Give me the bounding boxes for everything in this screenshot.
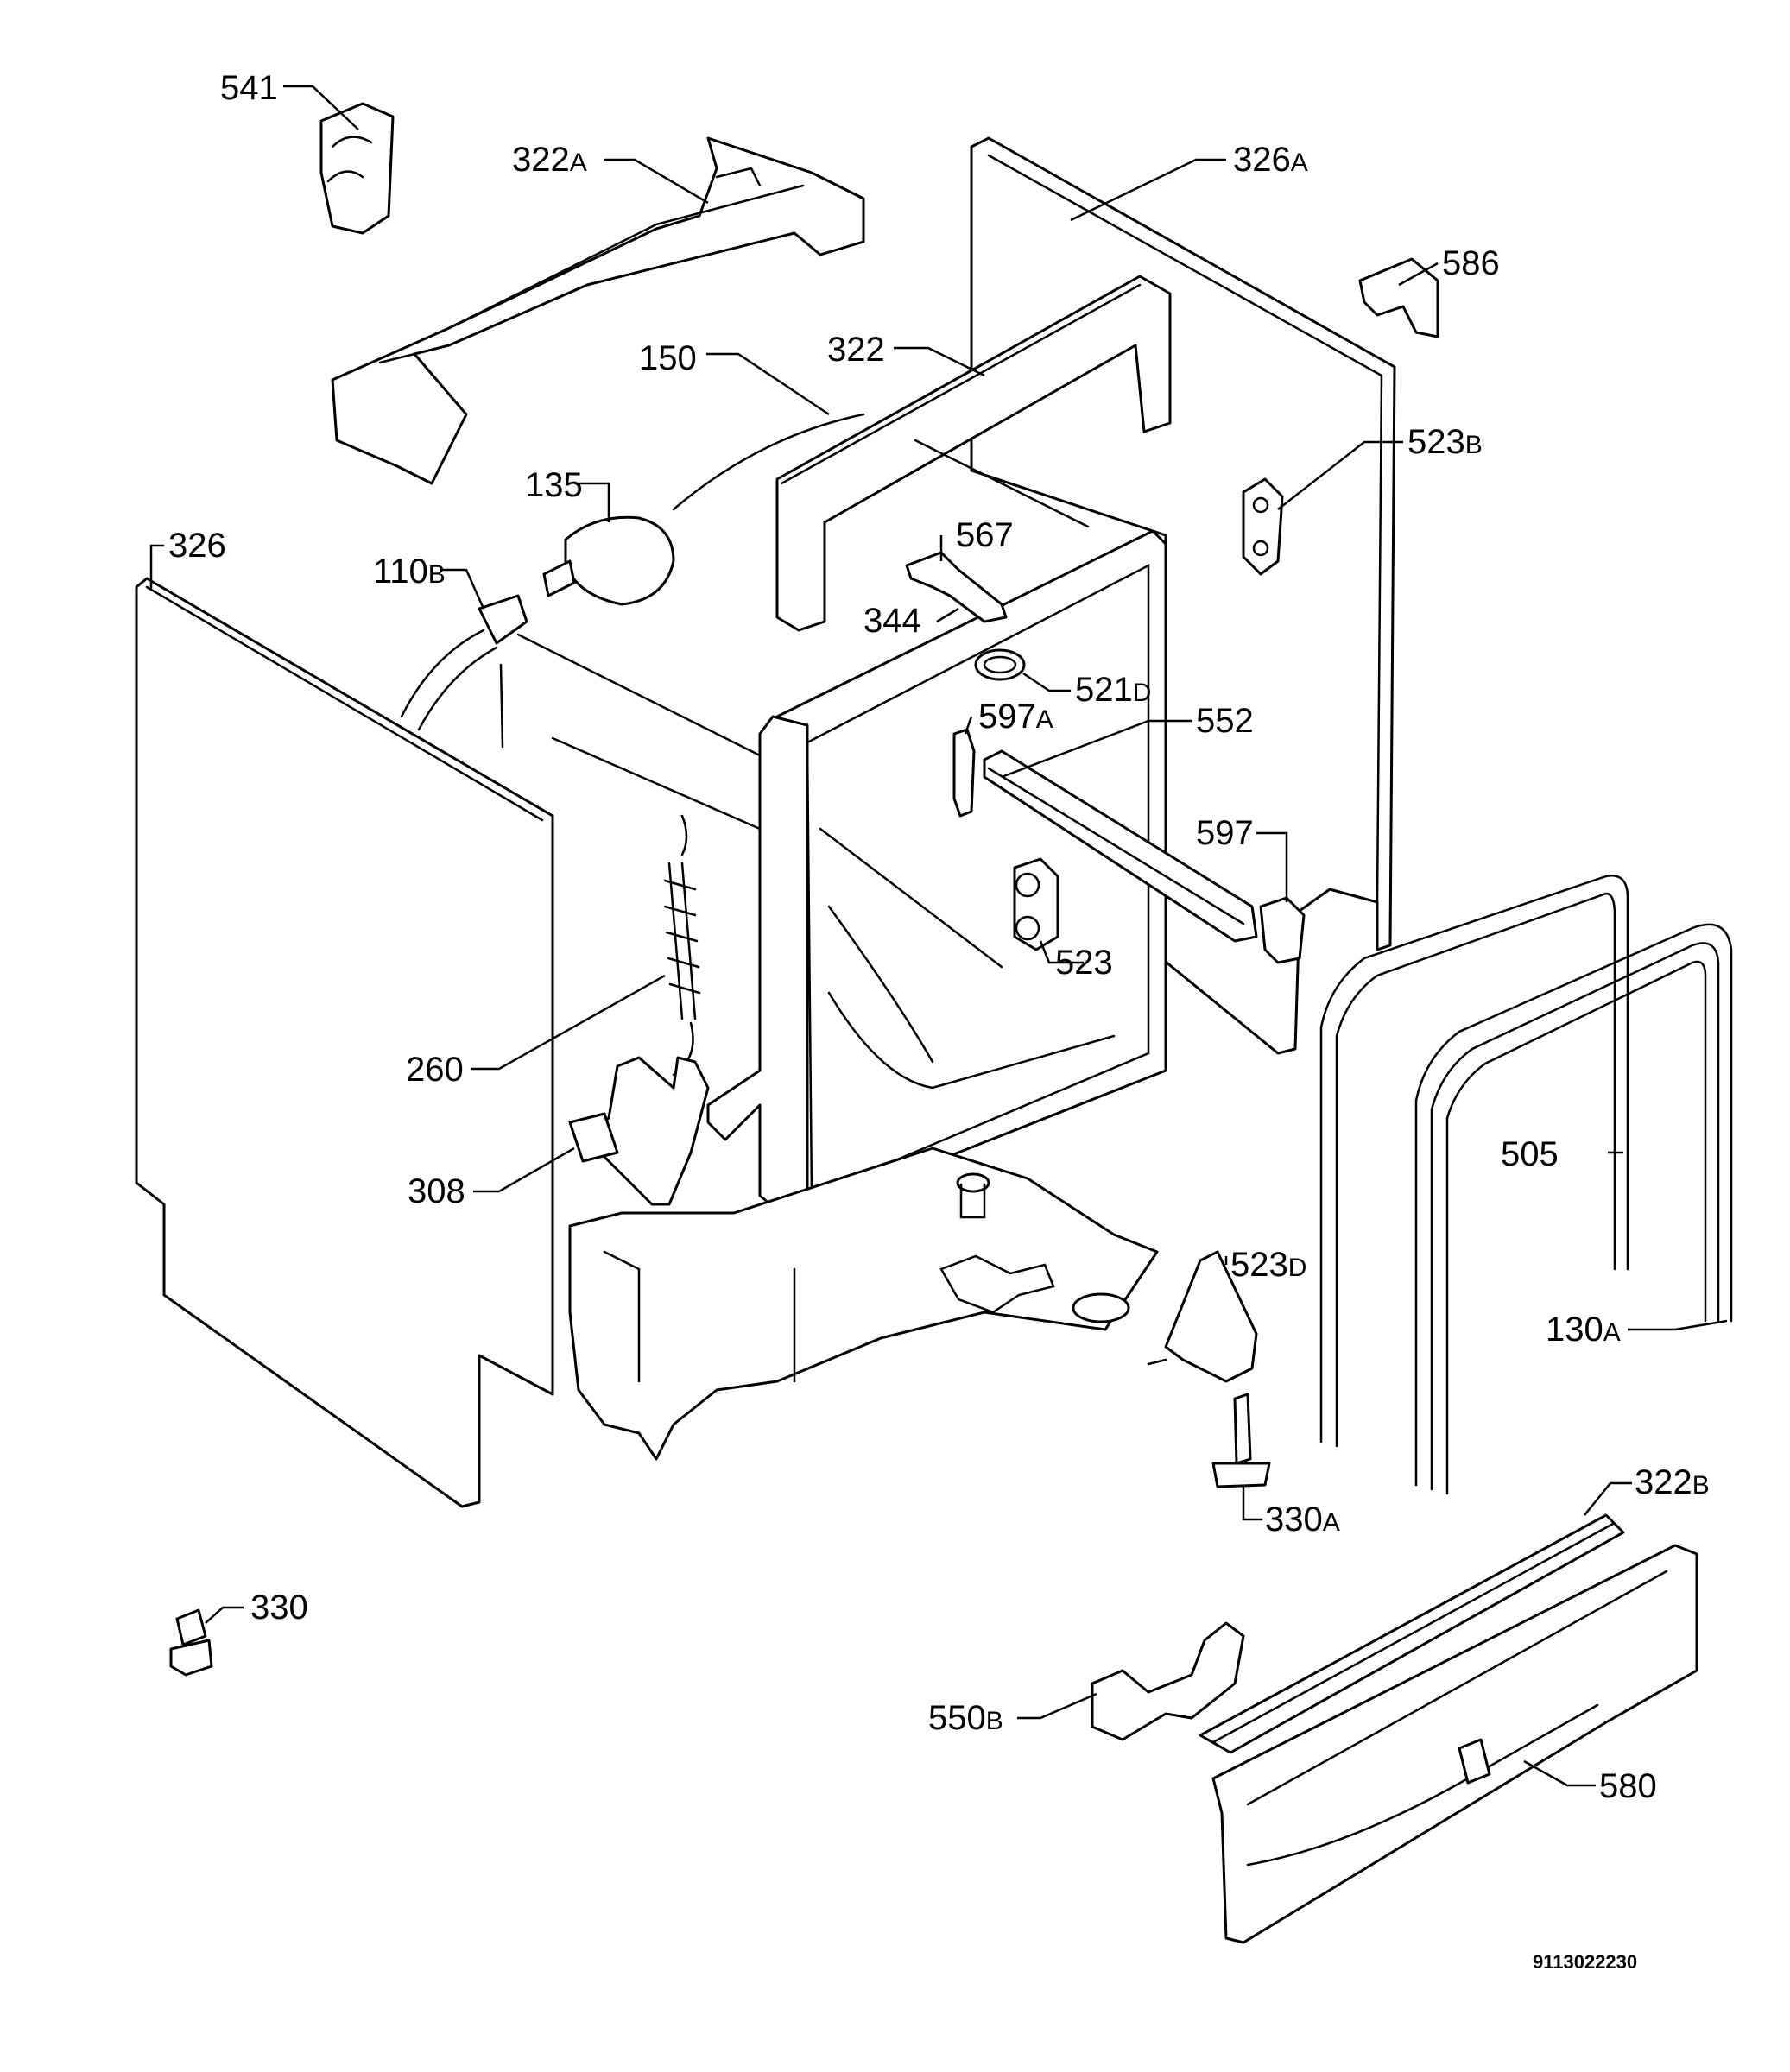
callout-260: 260: [406, 1051, 464, 1089]
callout-541: 541: [220, 69, 278, 107]
part-150-tub-top: [672, 413, 1090, 528]
callout-552: 552: [1196, 702, 1254, 740]
part-330a-foot: [1211, 1393, 1271, 1488]
part-597-latch: [1259, 896, 1306, 964]
part-586-bracket: [1358, 257, 1439, 338]
leader-lines: [149, 85, 1728, 1787]
callout-523: 523: [1055, 944, 1113, 982]
part-322b-kick-rail: [1199, 1513, 1625, 1754]
part-322-top-rail: [775, 275, 1172, 632]
callout-308: 308: [408, 1172, 465, 1210]
part-552-rail: [983, 749, 1258, 943]
part-521d-ring: [974, 648, 1026, 681]
callout-505: 505: [1501, 1135, 1559, 1173]
part-597a-latch: [952, 728, 976, 818]
part-base: [568, 1147, 1159, 1461]
part-330-screw: [169, 1608, 213, 1677]
callout-521d: 521D: [1075, 671, 1151, 709]
drawing-code: 9113022230: [1533, 1951, 1637, 1973]
callout-130a: 130A: [1546, 1311, 1621, 1349]
callout-330a: 330A: [1265, 1500, 1340, 1538]
callout-344: 344: [863, 602, 921, 640]
callout-330: 330: [250, 1589, 308, 1627]
callout-567: 567: [956, 516, 1014, 554]
part-541-clip: [319, 102, 395, 235]
part-130a-seal: [1414, 923, 1733, 1495]
part-567-344-clip: [905, 551, 1008, 623]
callout-597a: 597A: [978, 698, 1053, 736]
callout-labels: 541 322A 326A 586 150 322 523B 135 326 1…: [168, 69, 1710, 1973]
part-523d-funnel: [1147, 1250, 1258, 1383]
part-260-spring: [663, 814, 701, 1077]
part-523b-grommet: [1242, 477, 1284, 576]
callout-110b: 110B: [373, 553, 446, 591]
part-135-cap: [542, 515, 675, 606]
callout-135: 135: [525, 466, 583, 504]
part-110b-hose: [400, 594, 528, 749]
callout-326: 326: [168, 527, 226, 565]
part-308-hinge: [568, 1056, 710, 1206]
part-326-side-panel: [135, 577, 554, 1508]
callout-322a: 322A: [512, 141, 587, 179]
part-322a-top-rail: [331, 136, 865, 485]
callout-550b: 550B: [928, 1699, 1003, 1737]
part-505-seal: [1319, 875, 1629, 1448]
callout-580: 580: [1599, 1767, 1657, 1805]
callout-150: 150: [639, 339, 697, 377]
callout-523b: 523B: [1407, 423, 1483, 461]
callout-586: 586: [1442, 244, 1500, 282]
callout-597: 597: [1196, 814, 1254, 852]
callout-322b: 322B: [1635, 1463, 1710, 1501]
callout-326a: 326A: [1233, 141, 1308, 179]
callout-523d: 523D: [1230, 1246, 1306, 1284]
part-523-grommets: [1013, 857, 1059, 951]
callout-322: 322: [827, 331, 885, 369]
part-550b-bracket: [1091, 1621, 1245, 1741]
part-580-plinth: [1211, 1544, 1698, 1944]
